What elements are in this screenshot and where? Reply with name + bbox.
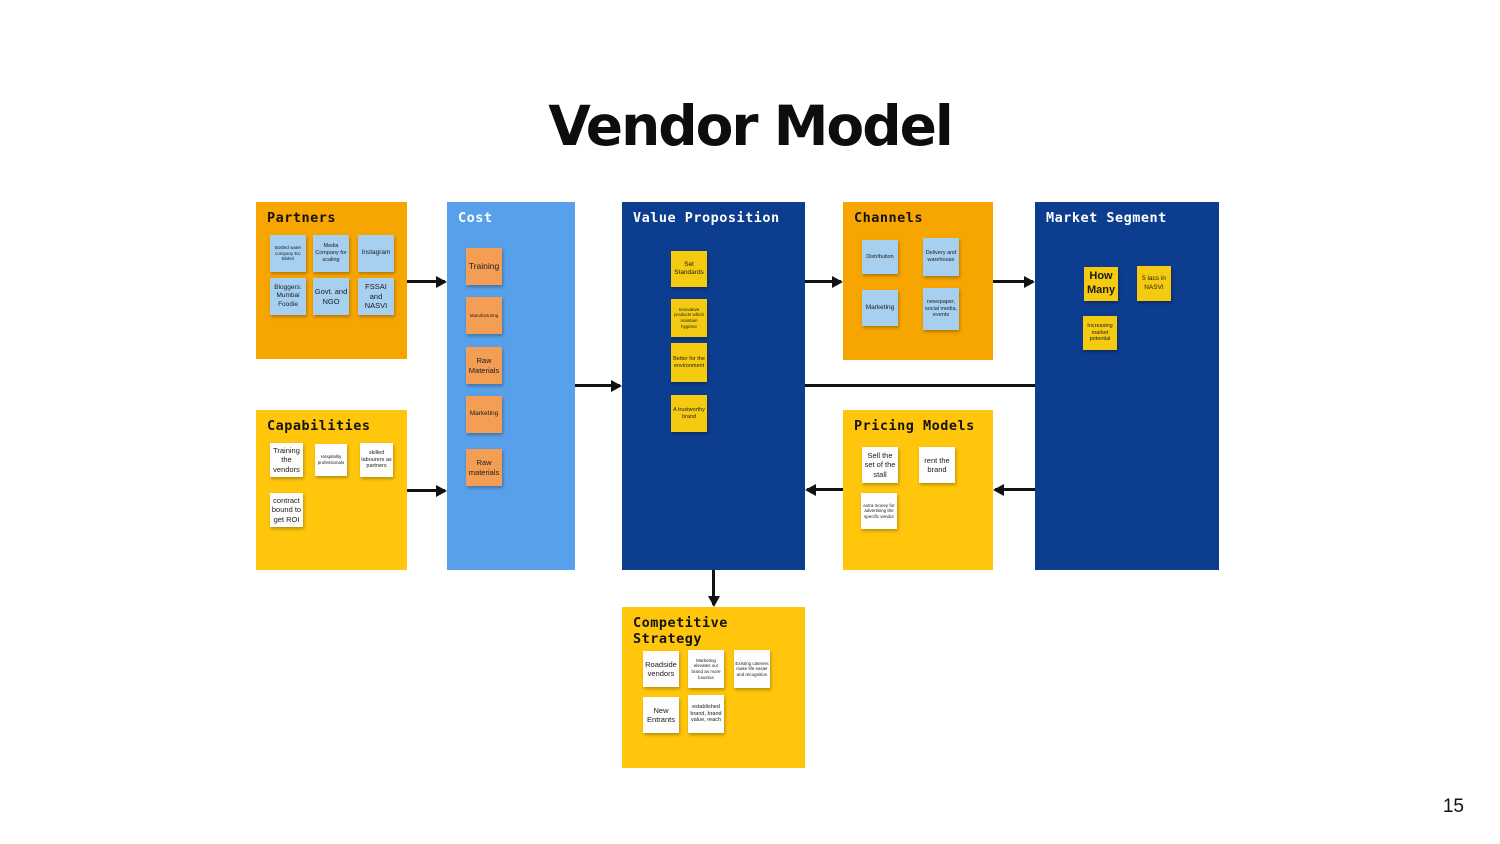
sticky-note: Existing caterers make life easier and r… bbox=[734, 650, 770, 688]
sticky-note: Marketing bbox=[862, 290, 898, 326]
box-capabilities: Capabilities Training the vendors Hospit… bbox=[256, 410, 407, 570]
sticky-note: How Many bbox=[1084, 267, 1118, 301]
sticky-note: Raw materials bbox=[466, 449, 502, 486]
box-market-segment: Market Segment How Many 5 lacs in NASVI … bbox=[1035, 202, 1219, 570]
sticky-note: Better for the environment bbox=[671, 343, 707, 382]
box-value-proposition: Value Proposition Set Standards Innovati… bbox=[622, 202, 805, 570]
arrow-market-segment-to-pricing-models bbox=[995, 488, 1035, 491]
arrow-pricing-models-to-value-proposition bbox=[807, 488, 843, 491]
sticky-note: A trustworthy brand bbox=[671, 395, 707, 432]
box-competitive-strategy-title: Competitive Strategy bbox=[633, 615, 728, 647]
arrow-value-proposition-to-competitive-strategy bbox=[712, 570, 715, 605]
sticky-note: Training bbox=[466, 248, 502, 285]
sticky-note: newspaper, social media, events bbox=[923, 288, 959, 330]
arrow-channels-to-market-segment bbox=[993, 280, 1033, 283]
box-market-segment-title: Market Segment bbox=[1046, 210, 1167, 226]
sticky-note: Marketing elevates our brand as more lux… bbox=[688, 650, 724, 688]
page-number: 15 bbox=[1442, 796, 1464, 817]
page-title: Vendor Model bbox=[548, 94, 954, 158]
sticky-note: Distribution bbox=[862, 240, 898, 274]
sticky-note: Hospitality professionals bbox=[315, 444, 347, 476]
sticky-note: Govt. and NGO bbox=[313, 278, 349, 315]
box-cost-title: Cost bbox=[458, 210, 493, 226]
sticky-note: Innovative products which maintain hygie… bbox=[671, 299, 707, 337]
box-pricing-models: Pricing Models Sell the set of the stall… bbox=[843, 410, 993, 570]
sticky-note: Marketing bbox=[466, 396, 502, 433]
sticky-note: Media Company for scaling bbox=[313, 235, 349, 272]
sticky-note: FSSAI and NASVI bbox=[358, 278, 394, 315]
sticky-note: Delivery and warehouse bbox=[923, 238, 959, 276]
box-channels-title: Channels bbox=[854, 210, 924, 226]
sticky-note: Roadside vendors bbox=[643, 651, 679, 687]
sticky-note: contract bound to get ROI bbox=[270, 493, 303, 527]
sticky-note: Training the vendors bbox=[270, 443, 303, 477]
sticky-note: 5 lacs in NASVI bbox=[1137, 266, 1171, 301]
box-pricing-models-title: Pricing Models bbox=[854, 418, 975, 434]
box-partners: Partners Bottled water company Ex: Bisle… bbox=[256, 202, 407, 359]
sticky-note: skilled labourers as partners bbox=[360, 443, 393, 477]
arrow-capabilities-to-cost bbox=[407, 489, 445, 492]
arrow-partners-to-cost bbox=[407, 280, 445, 283]
sticky-note: Increasing market potential bbox=[1083, 316, 1117, 350]
sticky-note: Bloggers: Mumbai Foodie bbox=[270, 278, 306, 315]
box-cost: Cost Training Manufacturing Raw Material… bbox=[447, 202, 575, 570]
sticky-note: Instagram bbox=[358, 235, 394, 272]
sticky-note: Set Standards bbox=[671, 251, 707, 287]
sticky-note: Raw Materials bbox=[466, 347, 502, 384]
sticky-note: extra money for advertising the specific… bbox=[861, 493, 897, 529]
line-value-proposition-to-market-segment bbox=[805, 384, 1035, 387]
sticky-note: New Entrants bbox=[643, 697, 679, 733]
sticky-note: established brand, brand value, reach bbox=[688, 695, 724, 733]
arrow-value-proposition-to-channels bbox=[805, 280, 841, 283]
box-partners-title: Partners bbox=[267, 210, 337, 226]
box-channels: Channels Distribution Delivery and wareh… bbox=[843, 202, 993, 360]
sticky-note: Manufacturing bbox=[466, 297, 502, 334]
arrow-cost-to-value-proposition bbox=[575, 384, 620, 387]
box-competitive-strategy: Competitive Strategy Roadside vendors Ma… bbox=[622, 607, 805, 768]
sticky-note: Sell the set of the stall bbox=[862, 447, 898, 483]
sticky-note: Bottled water company Ex: Bisleri bbox=[270, 235, 306, 272]
box-capabilities-title: Capabilities bbox=[267, 418, 371, 434]
sticky-note: rent the brand bbox=[919, 447, 955, 483]
box-value-proposition-title: Value Proposition bbox=[633, 210, 780, 226]
